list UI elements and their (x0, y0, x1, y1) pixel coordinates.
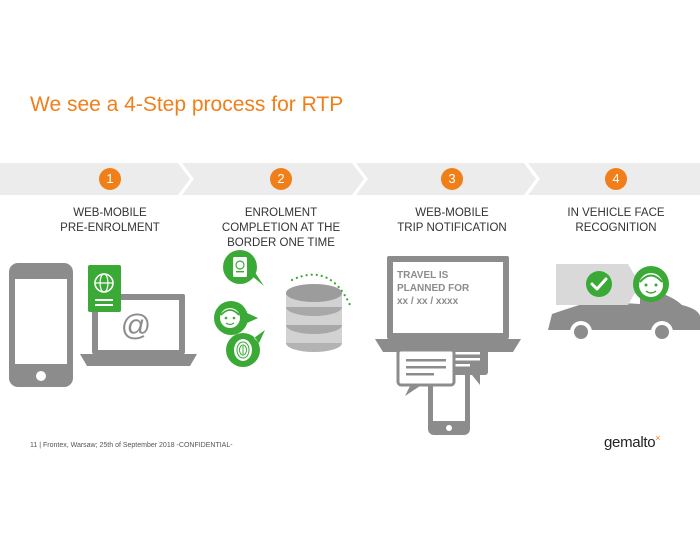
step-4-label: IN VEHICLE FACE RECOGNITION (531, 206, 700, 236)
step-3-label-line-2: TRIP NOTIFICATION (397, 222, 507, 234)
step-4-label-line-2: RECOGNITION (575, 222, 657, 234)
car-icon (548, 288, 700, 343)
footer-text: 11 | Frontex, Warsaw; 25th of September … (30, 442, 233, 449)
logo-text: gemalto (604, 434, 656, 451)
chat-bubble-icon (396, 345, 488, 396)
step-3-label: WEB-MOBILE TRIP NOTIFICATION (367, 206, 537, 236)
step-2-label-line-2: COMPLETION AT THE (221, 222, 341, 234)
database-icon (286, 284, 342, 352)
step-1-number: 1 (99, 168, 121, 190)
smartphone-icon (9, 263, 73, 387)
step-2-label-line-3: BORDER ONE TIME (227, 237, 335, 249)
gemalto-logo: gemalto× (604, 433, 661, 451)
step-2-label: ENROLMENT COMPLETION AT THE BORDER ONE T… (196, 206, 366, 251)
check-icon (586, 271, 612, 297)
passport-icon (88, 265, 121, 312)
laptop-text-line-1: TRAVEL IS (397, 270, 449, 281)
dotted-arc (290, 273, 352, 307)
step-1-label-line-2: PRE-ENROLMENT (60, 222, 160, 234)
step-2-label-line-1: ENROLMENT (244, 207, 318, 219)
face-recognition-icon (633, 266, 669, 302)
step-4-number: 4 (605, 168, 627, 190)
logo-mark: × (655, 433, 661, 443)
step-1-label: WEB-MOBILE PRE-ENROLMENT (25, 206, 195, 236)
trip-laptop-icon: TRAVEL IS PLANNED FOR xx / xx / xxxx (375, 256, 521, 352)
step-2-number: 2 (270, 168, 292, 190)
slide-title: We see a 4-Step process for RTP (30, 93, 344, 116)
laptop-text-line-2: PLANNED FOR (397, 283, 470, 294)
email-at-icon: @ (121, 309, 151, 342)
chevron-step-1 (0, 163, 190, 195)
face-bubble-icon (214, 301, 258, 335)
fingerprint-bubble-icon (226, 330, 265, 367)
step-3-number: 3 (441, 168, 463, 190)
step-4-label-line-1: IN VEHICLE FACE (567, 207, 665, 219)
laptop-text-line-3: xx / xx / xxxx (397, 296, 459, 307)
step-3-label-line-1: WEB-MOBILE (415, 207, 489, 219)
passport-bubble-icon (223, 250, 264, 286)
step-1-label-line-1: WEB-MOBILE (73, 207, 147, 219)
